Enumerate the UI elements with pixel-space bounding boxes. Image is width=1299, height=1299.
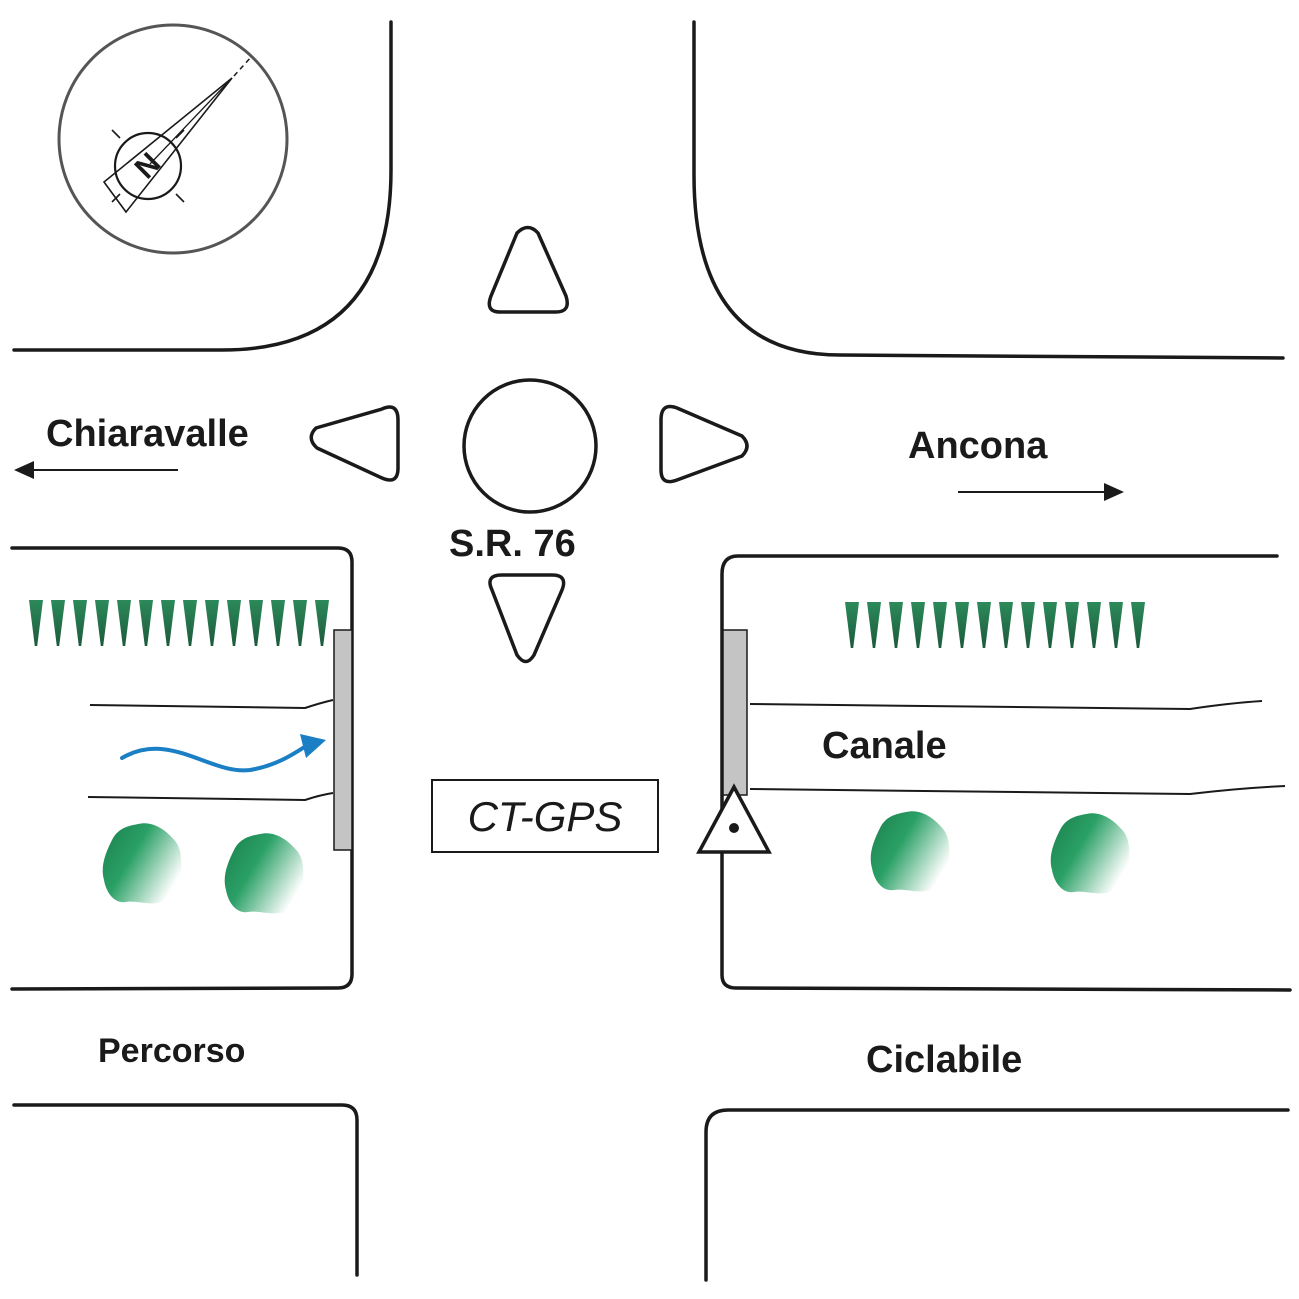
canal-bank-north-west (89, 699, 334, 710)
label-chiaravalle: Chiaravalle (46, 413, 249, 455)
traffic-island-north (487, 225, 569, 314)
compass-ring (57, 23, 289, 255)
canal-bank-south-west (87, 792, 334, 802)
road-edge-ne (692, 20, 1285, 360)
tree-icon (102, 823, 183, 904)
road-edges (10, 20, 1292, 1282)
label-canale: Canale (822, 725, 947, 767)
label-ciclabile: Ciclabile (866, 1039, 1022, 1081)
canal-bank-south-east (749, 785, 1286, 796)
traffic-island-east (659, 404, 749, 484)
trees-east (870, 811, 1131, 894)
road-edge-se-block (720, 554, 1292, 992)
canal-east (749, 700, 1286, 796)
tree-icon (1050, 813, 1131, 894)
north-compass: N (57, 23, 289, 255)
road-edge-nw (12, 20, 393, 352)
hedge-east (845, 602, 1145, 648)
hedge-icon (845, 602, 1145, 648)
label-ancona: Ancona (908, 425, 1048, 467)
label-percorso: Percorso (98, 1032, 245, 1070)
bridge-west (333, 629, 353, 851)
water-flow-arrow-icon (120, 734, 326, 773)
tree-icon (224, 833, 305, 914)
canal-west (87, 699, 334, 802)
roundabout-center-island (462, 378, 598, 514)
traffic-island-west (309, 405, 400, 482)
compass-rose-icon: N (102, 55, 253, 214)
label-road-name: S.R. 76 (449, 523, 576, 565)
trees-west (102, 823, 305, 914)
road-edge-se (704, 1108, 1290, 1282)
arrow-to-ancona (958, 483, 1124, 501)
station-label-box: CT-GPS (431, 779, 659, 853)
arrow-to-chiaravalle (14, 461, 178, 479)
hedge-west (29, 600, 329, 646)
label-station: CT-GPS (468, 793, 623, 840)
canal-bank-north-east (749, 700, 1263, 711)
tree-icon (870, 811, 951, 892)
traffic-islands (309, 225, 749, 664)
survey-benchmark-triangle-icon (696, 783, 772, 854)
bridge-east (722, 629, 748, 796)
traffic-island-south (488, 573, 566, 664)
road-edge-sw (12, 1103, 359, 1277)
hedge-icon (29, 600, 329, 646)
